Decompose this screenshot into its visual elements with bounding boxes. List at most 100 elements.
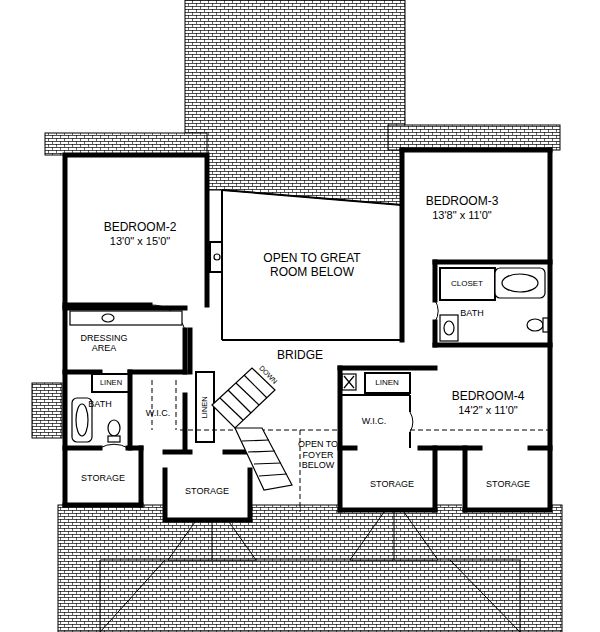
room-label: OPEN TO FOYER BELOW: [294, 438, 342, 471]
door-swing: [410, 412, 413, 432]
room-label: STORAGE: [67, 472, 139, 484]
wall: [420, 446, 480, 451]
fixture: [344, 376, 354, 388]
wall: [340, 508, 435, 513]
fixture: [108, 436, 120, 442]
room-label: CLOSET: [442, 278, 492, 289]
door-swing: [435, 300, 438, 322]
room-label: BATH: [83, 398, 117, 410]
roof: [45, 133, 207, 155]
fixture: [70, 311, 182, 325]
open-area-outline: [176, 380, 177, 430]
wall: [400, 150, 405, 340]
wall: [402, 148, 550, 153]
wall: [433, 262, 438, 300]
wall: [433, 322, 438, 345]
stair: [248, 451, 275, 452]
wall: [65, 150, 550, 520]
fixture: [444, 321, 454, 335]
room-label: W.I.C.: [135, 407, 181, 419]
wall: [165, 470, 250, 520]
stair: [259, 474, 287, 476]
room-name: W.I.C.: [362, 416, 387, 426]
wall: [435, 343, 550, 348]
room-label: OPEN TO GREAT ROOM BELOW: [256, 251, 368, 281]
room-name: STORAGE: [81, 473, 125, 483]
stair: [212, 368, 292, 490]
wall: [65, 446, 100, 451]
fixture: [214, 254, 220, 260]
room-label: STORAGE: [167, 485, 247, 497]
wall: [463, 448, 468, 510]
roof: [32, 0, 562, 632]
fixture: [70, 254, 548, 442]
door-swing: [100, 444, 128, 448]
wall: [188, 330, 193, 372]
wall: [530, 446, 550, 451]
open-area-outline: [152, 380, 548, 512]
roof: [388, 125, 560, 150]
room-name: W.I.C.: [146, 408, 171, 418]
thin-wall: [222, 339, 402, 341]
room-ground: [462, 448, 550, 510]
room-label: LINEN: [93, 378, 129, 389]
fixture: [502, 274, 538, 292]
thin-wall: [222, 190, 402, 205]
wall: [340, 366, 435, 371]
thin-wall: [340, 394, 410, 396]
room-name: STORAGE: [370, 479, 414, 489]
wall: [435, 260, 550, 265]
fixture: [108, 420, 120, 436]
fixture: [527, 319, 543, 331]
wall: [130, 370, 185, 375]
fixture: [102, 314, 114, 322]
open-area-outline: [410, 430, 548, 431]
room-label: STORAGE: [466, 478, 550, 490]
wall: [340, 446, 355, 451]
floor-ground: [62, 150, 553, 510]
room-name: STORAGE: [185, 486, 229, 496]
roof: [32, 383, 62, 438]
room-dimension: 14'2" x 11'0": [458, 404, 518, 417]
fixture: [495, 268, 545, 298]
fixture: [440, 315, 458, 341]
room-name: LINEN: [100, 379, 122, 388]
wall: [65, 155, 207, 505]
wall: [165, 450, 190, 455]
thin-wall: [409, 395, 411, 412]
room-label: STORAGE: [349, 478, 435, 490]
wall: [65, 503, 141, 508]
wall: [139, 448, 144, 505]
room-dimension: 13'0" x 15'0": [110, 235, 170, 248]
fixture: [76, 404, 88, 436]
wall: [433, 448, 438, 510]
room-name: BEDROOM-4: [452, 390, 525, 404]
fixture: [342, 374, 356, 390]
roof: [100, 560, 520, 632]
thin-wall: [440, 268, 495, 300]
room-name: STORAGE: [486, 479, 530, 489]
room-ground: [165, 452, 250, 520]
room-name: BATH: [88, 399, 111, 409]
room-name: LINEN: [375, 378, 399, 387]
room-name: BEDROOM-3: [426, 195, 499, 209]
open-area-outline: [152, 380, 153, 430]
thin-wall: [409, 432, 411, 448]
room-name: CLOSET: [451, 279, 483, 288]
stair: [235, 428, 292, 490]
room-name: BRIDGE: [277, 349, 323, 363]
thin-wall: [210, 242, 222, 272]
room-name: OPEN TO GREAT ROOM BELOW: [258, 252, 366, 280]
room-name: LINEN: [201, 396, 210, 418]
roof: [450, 560, 520, 632]
room-label: BEDROOM-313'8" x 11'0": [402, 194, 522, 222]
room-label: W.I.C.: [345, 415, 403, 427]
thin-wall: [365, 373, 410, 393]
room-label: BRIDGE: [260, 348, 340, 364]
room-name: BEDROOM-2: [104, 221, 177, 235]
stair: [254, 463, 281, 464]
roof: [185, 0, 405, 205]
stair: [244, 375, 267, 398]
wall: [183, 395, 188, 448]
